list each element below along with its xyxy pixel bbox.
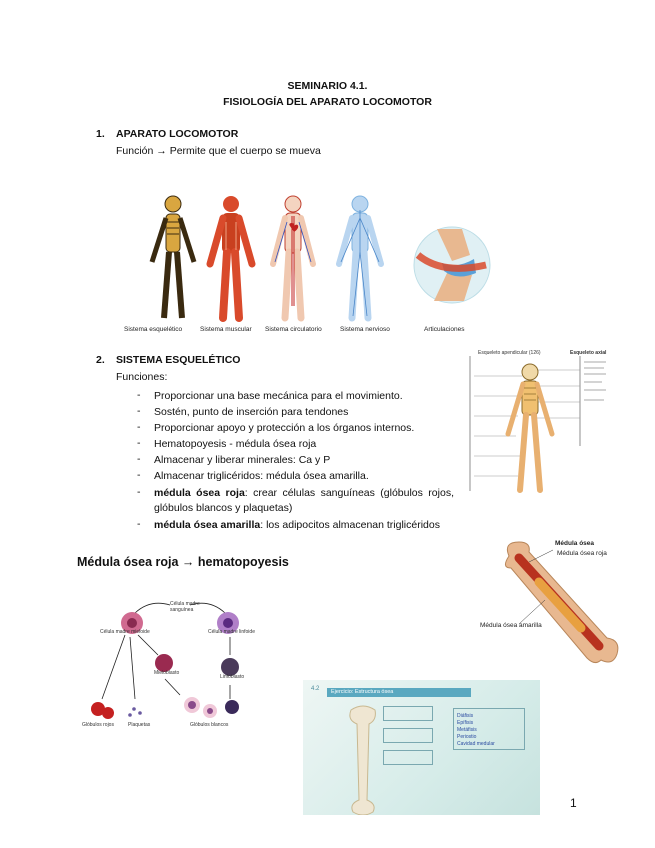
bullet-dash: - [137, 389, 141, 401]
caption-muscular: Sistema muscular [200, 326, 252, 333]
bone-label-yellow: Médula ósea amarilla [480, 622, 542, 629]
label-lymphoid: Célula madre linfoide [208, 629, 255, 635]
bullet-item: médula ósea amarilla: los adipocitos alm… [154, 519, 440, 531]
bullet-dash: - [137, 405, 141, 417]
section2-number: 2. [96, 354, 105, 366]
page-number: 1 [570, 796, 577, 810]
slide-item: Periostio [457, 734, 477, 740]
slide-bone-drawing [349, 705, 376, 815]
slide-item: Cavidad medular [457, 741, 495, 747]
marrow-heading: Médula ósea roja → hematopoyesis [77, 555, 289, 569]
slide-item: Metáfisis [457, 727, 477, 733]
section2-intro: Funciones: [116, 371, 168, 383]
slide-number: 4.2 [311, 686, 320, 692]
bullet-item: Proporcionar apoyo y protección a los ór… [154, 422, 415, 434]
bullet-item: médula ósea roja: crear células sanguíne… [154, 487, 454, 514]
bullet-dash: - [137, 518, 141, 530]
bullet-dash: - [137, 437, 141, 449]
bullet-item: Almacenar triglicéridos: médula ósea ama… [154, 470, 369, 482]
bullet-dash: - [137, 421, 141, 433]
label-myeloblast: Mieloblasto [154, 670, 180, 676]
bullet-dash: - [137, 486, 141, 498]
caption-skeletal: Sistema esquelético [124, 326, 183, 333]
doc-title-line2: FISIOLOGÍA DEL APARATO LOCOMOTOR [223, 96, 432, 108]
skeleton-figure [149, 195, 197, 319]
label-wbc: Glóbulos blancos [190, 722, 229, 728]
label-myeloid: Célula madre mieloide [100, 629, 150, 635]
section1-line: Función → Permite que el cuerpo se mueva [116, 145, 321, 157]
slide-photo: 4.2 Ejercicio: Estructura ósea Diáfisis … [303, 680, 540, 815]
skeleton-right-label: Esqueleto axial [570, 350, 607, 356]
bullet-item: Sostén, punto de inserción para tendones [154, 406, 349, 418]
caption-nervous: Sistema nervioso [340, 326, 390, 333]
section1-heading: APARATO LOCOMOTOR [116, 128, 239, 140]
bone-label-top: Médula ósea [555, 540, 595, 547]
bullet-item: Hematopoyesis - médula ósea roja [154, 438, 317, 450]
joint-figure [413, 226, 491, 304]
long-bone-figure [505, 541, 619, 664]
label-lymphoblast: Linfoblasto [220, 674, 245, 680]
bullet-item: Proporcionar una base mecánica para el m… [154, 390, 403, 402]
bullet-item: Almacenar y liberar minerales: Ca y P [154, 454, 331, 466]
nervous-figure [336, 195, 384, 322]
section1-number: 1. [96, 128, 105, 140]
skeleton-anatomy-figure [469, 356, 606, 493]
bullet-dash: - [137, 453, 141, 465]
slide-box [383, 728, 433, 743]
caption-joints: Articulaciones [424, 326, 465, 333]
slide-box [453, 708, 525, 750]
slide-box [383, 750, 433, 765]
slide-title: Ejercicio: Estructura ósea [327, 688, 471, 697]
label-stem-cell: Célula madre sanguínea [170, 601, 200, 613]
label-rbc: Glóbulos rojos [82, 722, 114, 728]
bone-label-red: Médula ósea roja [557, 550, 607, 557]
section2-heading: SISTEMA ESQUELÉTICO [116, 354, 241, 366]
skeleton-top-label: Esqueleto apendicular (126) [478, 350, 541, 356]
circulatory-figure [270, 195, 316, 322]
bullet-dash: - [137, 469, 141, 481]
caption-circulatory: Sistema circulatorio [265, 326, 322, 333]
doc-title-line1: SEMINARIO 4.1. [287, 80, 368, 92]
hematopoiesis-diagram [91, 602, 239, 719]
slide-box [383, 706, 433, 721]
muscular-figure [206, 196, 256, 322]
label-platelets: Plaquetas [128, 722, 151, 728]
slide-item: Diáfisis [457, 713, 474, 719]
slide-item: Epífisis [457, 720, 474, 726]
